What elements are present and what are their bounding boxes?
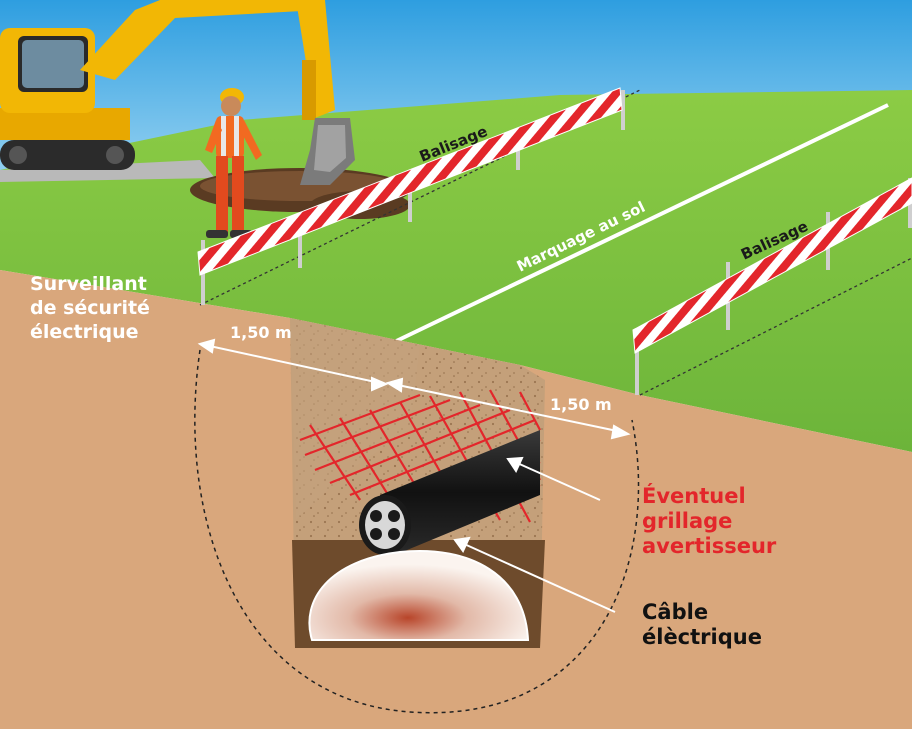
leader-arrow-cable (453, 536, 616, 613)
excavator-icon (0, 0, 355, 185)
rock-icon (308, 550, 530, 641)
cable-label: Câble élèctrique (642, 600, 762, 649)
surveillant-label: Surveillant de sécurité électrique (30, 273, 150, 343)
distance-left-label: 1,50 m (230, 323, 292, 342)
gravel-area (0, 160, 215, 182)
worker-icon (205, 88, 262, 238)
ground-marking-line (387, 103, 889, 347)
cable-icon (359, 430, 540, 555)
barrier-icon (197, 87, 625, 305)
distance-arrow-right (385, 377, 631, 440)
distance-right-label: 1,50 m (550, 395, 612, 414)
distance-arrow-left (197, 338, 389, 392)
grillage-label: Éventuel grillage avertisseur (642, 484, 777, 558)
barrier-icon (632, 177, 912, 395)
safety-envelope (194, 349, 640, 714)
leader-arrow-grillage (506, 456, 601, 501)
